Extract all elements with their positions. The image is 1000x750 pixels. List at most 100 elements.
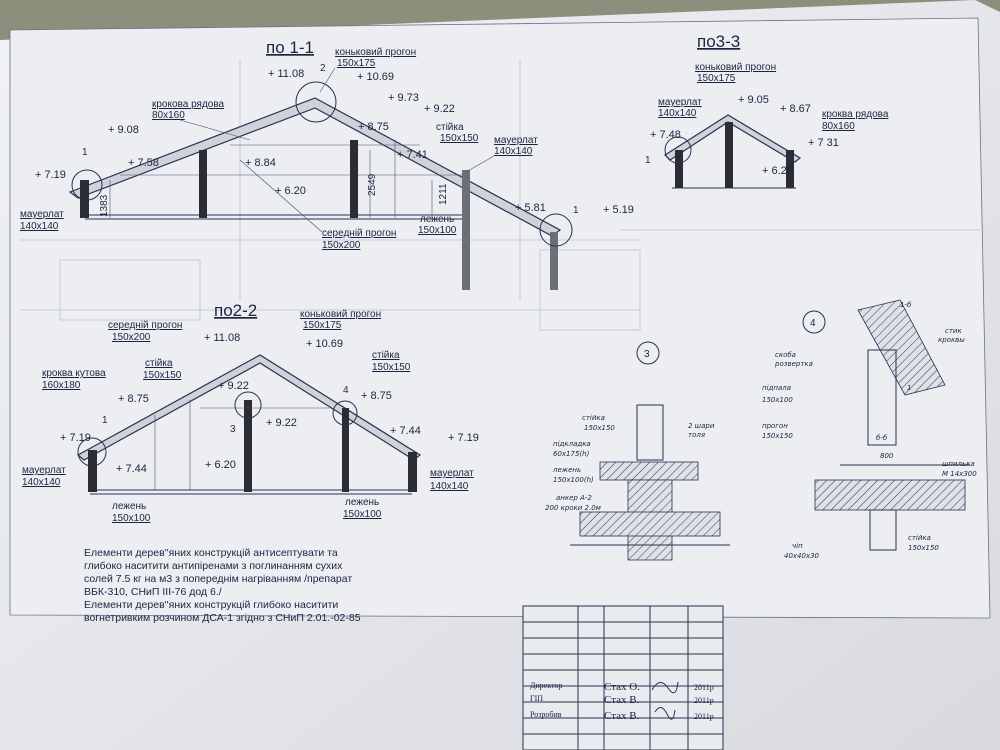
post-l-size-2-2: 150x150 [143, 370, 182, 381]
detail-4-post [867, 349, 897, 446]
post-2-2b [342, 408, 349, 492]
dim-1383: 1383 [99, 194, 110, 217]
note-line: глибоко наситити антипіренами з поглинан… [84, 560, 343, 572]
d4-label: 150x150 [762, 432, 793, 440]
wall-right-2-2 [408, 452, 417, 492]
mid-purlin-size-2-2: 150x200 [112, 332, 151, 343]
section-1-1-title: по 1-1 [266, 38, 314, 57]
elev: + 9.22 [218, 380, 249, 392]
d4-label: б-б [876, 434, 888, 442]
elev: + 9.22 [424, 103, 455, 115]
callout-1-2-2: 1 [102, 415, 108, 426]
hip-rafter-size-2-2: 160x180 [42, 380, 81, 391]
elev: + 8.67 [780, 103, 811, 115]
signature [651, 681, 679, 720]
d4-label: скоба [775, 351, 796, 359]
d3-label: стійка [582, 414, 605, 422]
ridge-purlin-label-2-2: коньковий прогон [300, 309, 381, 320]
wall-left-3-3 [675, 150, 683, 188]
d4-label: М 14x300 [942, 470, 977, 478]
note-line: ВБК-310, СНиП III-76 дод 6./ [84, 586, 222, 598]
tb-year: 2011р [694, 712, 714, 721]
d4-label: чіп [792, 542, 803, 550]
detail-3-sill [599, 461, 699, 481]
note-line: вогнетривким розчином ДСА-1 згідно з СНи… [84, 612, 361, 624]
d3-label: 60x175(h) [553, 450, 590, 458]
wall-right-3-3 [786, 150, 794, 188]
mid-purlin-label-1-1: середній прогон [322, 228, 396, 239]
section-3-3-title: по3-3 [697, 32, 740, 51]
sill-r-label-2-2: лежень [345, 497, 379, 508]
rafter-row-label-3-3: кроква рядова [822, 109, 889, 120]
callout-1a: 1 [82, 147, 88, 158]
callout-2: 2 [320, 63, 326, 74]
mid-purlin-size-1-1: 150x200 [322, 240, 361, 251]
detail-4-rafter [857, 299, 946, 396]
callout-circle-2-2b [234, 391, 262, 419]
detail-4-number: 4 [810, 318, 816, 329]
post-3-3 [725, 122, 733, 188]
elev: + 6.20 [275, 185, 306, 197]
elev: + 6.20 [762, 165, 793, 177]
elev: + 7.19 [448, 432, 479, 444]
d3-label: підкладка [553, 440, 591, 448]
d4-label: прогон [762, 422, 788, 430]
detail-4: 4 1-б стик кроквы скоба розвертка підпал… [762, 299, 977, 560]
elev: + 6.20 [205, 459, 236, 471]
callout-circle-2-2a [77, 437, 107, 467]
elev: + 5.19 [603, 204, 634, 216]
d3-label: 150x100(h) [553, 476, 594, 484]
elev: + 11.08 [204, 332, 240, 344]
ridge-purlin-label-3-3: коньковий прогон [695, 62, 776, 73]
elev: + 7.19 [60, 432, 91, 444]
elev: + 7.58 [128, 157, 159, 169]
elev: + 7 31 [808, 137, 839, 149]
post-1-1b [350, 140, 358, 218]
elev: + 7.48 [650, 129, 681, 141]
dim-2549: 2549 [367, 173, 378, 196]
callout-4-2-2: 4 [343, 385, 349, 396]
d4-label: підпала [762, 384, 791, 392]
d3-label: 2 шари [688, 422, 715, 430]
hip-rafter-label-2-2: кроква кутова [42, 368, 106, 379]
plate-size-3-3: 140x140 [658, 108, 697, 119]
detail-4-circle [802, 310, 826, 334]
rafter-row-label-1-1: крокова рядова [152, 99, 225, 110]
d3-label: толя [688, 431, 705, 439]
detail-3-circle [636, 341, 660, 365]
detail-3-base [579, 511, 721, 537]
plate-l-size-1-1: 140x140 [20, 221, 59, 232]
elev: + 11.08 [268, 68, 304, 80]
sill-label-1-1: лежень [420, 214, 454, 225]
callout-circle-1b [539, 213, 573, 247]
elev: + 9.08 [108, 124, 139, 136]
d3-label: 200 кроки 2.0м [545, 504, 602, 512]
tb-role: ГІП [530, 694, 543, 703]
post-2-2a [244, 400, 252, 492]
rafter-row-size-1-1: 80x160 [152, 110, 185, 121]
detail-4-beam [814, 479, 966, 511]
callout-1-3-3: 1 [645, 155, 651, 166]
callout-3-2-2: 3 [230, 424, 236, 435]
tb-role: Директор [530, 681, 562, 690]
plate-l-label-1-1: мауерлат [20, 209, 64, 220]
d4-label: шпилька [942, 460, 975, 468]
elev: + 9.73 [388, 92, 419, 104]
sill-l-label-2-2: лежень [112, 501, 146, 512]
sill-r-size-2-2: 150x100 [343, 509, 382, 520]
note-line: Елементи дерев''яних конструкцій глибоко… [84, 599, 338, 611]
faint-plan-lines [20, 60, 980, 331]
elev: + 7.44 [390, 425, 421, 437]
section-2-2: по2-2 1 3 4 середній прогон 150x200 конь… [22, 301, 479, 524]
d3-label: лежень [552, 466, 581, 474]
post-size-1-1: 150x150 [440, 133, 479, 144]
d4-label: кроквы [938, 336, 965, 344]
elev: + 10.69 [306, 338, 343, 350]
detail-3: 3 стійка 150x150 2 шари толя підкладка 6… [545, 341, 730, 561]
ridge-purlin-size-3-3: 150x175 [697, 73, 736, 84]
callout-circle-1a [71, 169, 103, 201]
ridge-purlin-label-1-1: коньковий прогон [335, 47, 416, 58]
section-1-1: по 1-1 2 1 1 1383 2549 1211 коньковий пр… [20, 38, 634, 290]
rafter-row-size-3-3: 80x160 [822, 121, 855, 132]
d3-label: 150x150 [584, 424, 615, 432]
